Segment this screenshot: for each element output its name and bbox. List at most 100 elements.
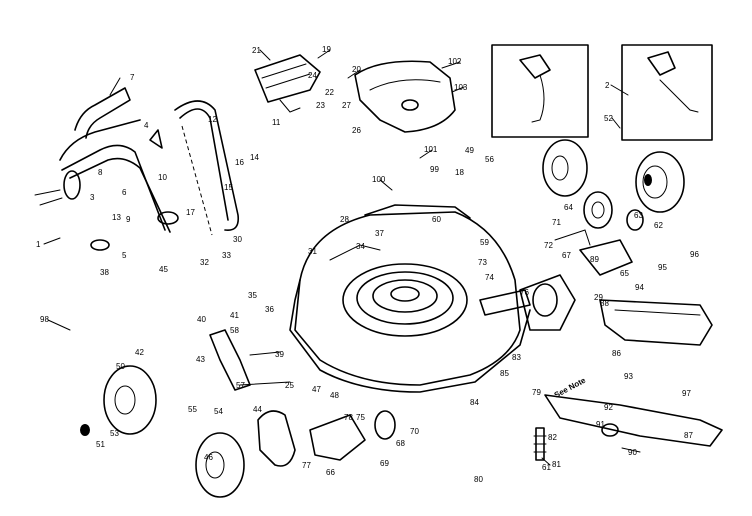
label-59: 59 xyxy=(480,238,489,247)
label-26: 26 xyxy=(352,126,361,135)
label-31: 31 xyxy=(308,247,317,256)
label-72: 72 xyxy=(544,241,553,250)
label-11: 11 xyxy=(272,118,281,127)
label-93: 93 xyxy=(624,372,633,381)
label-33: 33 xyxy=(222,251,231,260)
handle-assembly xyxy=(34,87,179,251)
label-73: 73 xyxy=(478,258,487,267)
label-30: 30 xyxy=(233,235,242,244)
blade-bolt xyxy=(533,427,547,461)
label-29: 29 xyxy=(594,293,603,302)
label-97: 97 xyxy=(682,389,691,398)
label-51: 51 xyxy=(96,440,105,449)
label-1: 1 xyxy=(36,240,41,249)
label-24: 24 xyxy=(308,71,317,80)
label-7: 7 xyxy=(130,73,135,82)
label-23: 23 xyxy=(316,101,325,110)
front-bracket xyxy=(257,410,396,467)
label-100: 100 xyxy=(372,175,386,184)
label-85: 85 xyxy=(500,369,509,378)
bag-frame xyxy=(174,54,321,236)
label-71: 71 xyxy=(552,218,561,227)
label-45: 45 xyxy=(159,265,168,274)
label-53: 53 xyxy=(110,429,119,438)
label-41: 41 xyxy=(230,311,239,320)
wheel-front-bottom xyxy=(195,432,245,498)
label-90: 90 xyxy=(628,448,637,457)
label-101: 101 xyxy=(424,145,438,154)
label-49: 49 xyxy=(465,146,474,155)
label-80: 80 xyxy=(474,475,483,484)
label-103: 103 xyxy=(454,83,468,92)
label-3: 3 xyxy=(90,193,95,202)
label-38: 38 xyxy=(100,268,109,277)
blade xyxy=(544,394,723,447)
label-2: 2 xyxy=(605,81,610,90)
label-13: 13 xyxy=(112,213,121,222)
label-92: 92 xyxy=(604,403,613,412)
label-77: 77 xyxy=(302,461,311,470)
label-36: 36 xyxy=(265,305,274,314)
label-40: 40 xyxy=(197,315,206,324)
label-98: 98 xyxy=(40,315,49,324)
label-9: 9 xyxy=(126,215,131,224)
label-84: 84 xyxy=(470,398,479,407)
mower-deck xyxy=(289,204,531,393)
drive-housing xyxy=(519,229,633,331)
label-62: 62 xyxy=(654,221,663,230)
label-34: 34 xyxy=(356,242,365,251)
label-43: 43 xyxy=(196,355,205,364)
side-chute xyxy=(599,299,713,346)
label-25: 25 xyxy=(285,381,294,390)
label-5: 5 xyxy=(122,251,127,260)
label-35: 35 xyxy=(248,291,257,300)
inset-box-1 xyxy=(491,44,589,138)
label-4: 4 xyxy=(144,121,149,130)
label-19: 19 xyxy=(322,45,331,54)
label-56: 56 xyxy=(485,155,494,164)
label-16: 16 xyxy=(235,158,244,167)
label-88: 88 xyxy=(600,299,609,308)
label-15: 15 xyxy=(224,183,233,192)
label-21: 21 xyxy=(252,46,261,55)
label-8: 8 xyxy=(98,168,103,177)
label-82: 82 xyxy=(548,433,557,442)
label-95: 95 xyxy=(658,263,667,272)
drive-pulley xyxy=(583,191,644,231)
label-27: 27 xyxy=(342,101,351,110)
label-96: 96 xyxy=(690,250,699,259)
label-102: 102 xyxy=(448,57,462,66)
label-63: 63 xyxy=(634,211,643,220)
label-47: 47 xyxy=(312,385,321,394)
wheel-rear-right xyxy=(542,139,588,197)
label-46: 46 xyxy=(204,453,213,462)
label-86: 86 xyxy=(612,349,621,358)
adjuster-lever xyxy=(209,329,291,391)
label-68: 68 xyxy=(396,439,405,448)
label-57: 57 xyxy=(236,381,245,390)
label-28: 28 xyxy=(340,215,349,224)
label-52: 52 xyxy=(604,114,613,123)
label-99: 99 xyxy=(430,165,439,174)
label-44: 44 xyxy=(253,405,262,414)
label-61: 61 xyxy=(542,463,551,472)
label-54: 54 xyxy=(214,407,223,416)
label-14: 14 xyxy=(250,153,259,162)
rear-cover xyxy=(354,60,456,133)
see-note-label: See Note xyxy=(553,375,588,399)
wheel-right-far xyxy=(635,151,685,213)
label-67: 67 xyxy=(562,251,571,260)
label-42: 42 xyxy=(135,348,144,357)
label-87: 87 xyxy=(684,431,693,440)
label-89: 89 xyxy=(590,255,599,264)
label-79: 79 xyxy=(532,388,541,397)
label-74: 74 xyxy=(485,273,494,282)
label-50: 50 xyxy=(116,362,125,371)
label-58: 58 xyxy=(230,326,239,335)
label-60: 60 xyxy=(432,215,441,224)
label-81: 81 xyxy=(552,460,561,469)
label-37: 37 xyxy=(375,229,384,238)
label-66: 66 xyxy=(326,468,335,477)
label-94: 94 xyxy=(635,283,644,292)
